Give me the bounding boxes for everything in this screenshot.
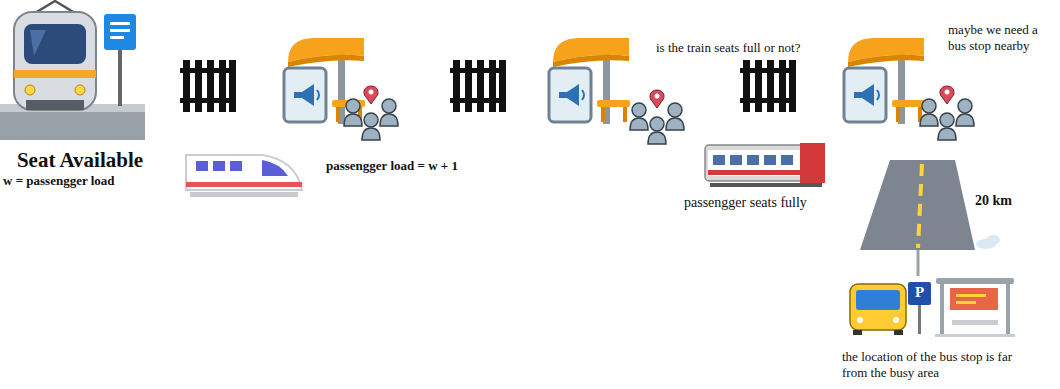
formula-label: w = passengger load xyxy=(3,173,163,189)
parking-sign-letter: P xyxy=(908,283,931,301)
suggestion-note: maybe we need a bus stop nearby xyxy=(948,22,1050,53)
bus-stop-note: the location of the bus stop is far from… xyxy=(842,349,1034,380)
title-label: Seat Available xyxy=(5,148,155,173)
distance-label: 20 km xyxy=(975,193,1035,210)
question-note: is the train seats full or not? xyxy=(656,40,811,56)
train-note: passengger seats fully xyxy=(684,195,854,212)
formula-label: passengger load = w + 1 xyxy=(326,158,506,174)
